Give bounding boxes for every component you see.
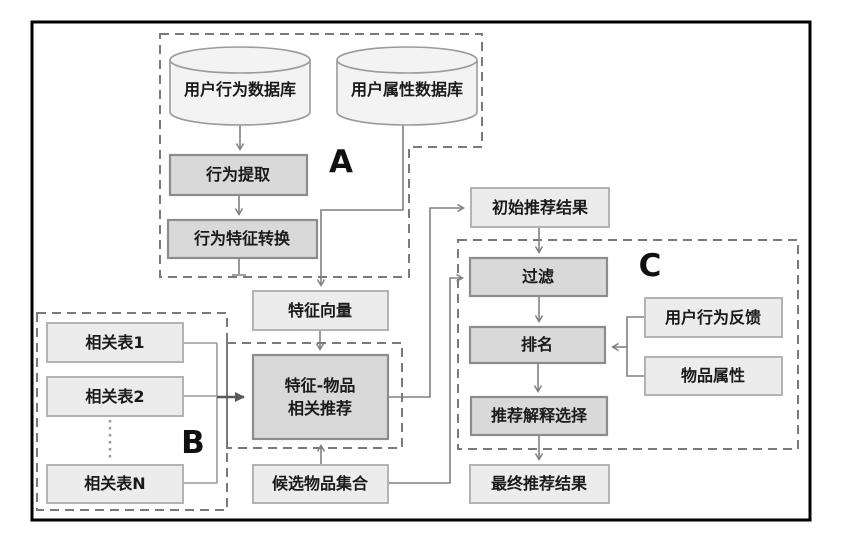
node-related-table-n: 相关表N	[46, 464, 184, 504]
node-candidate-item-set: 候选物品集合	[252, 464, 389, 504]
node-feature-item-recommendation-label-line1: 特征-物品	[285, 376, 356, 395]
node-explanation-selection: 推荐解释选择	[469, 395, 609, 437]
node-final-results-label: 最终推荐结果	[491, 474, 587, 493]
node-related-table-1: 相关表1	[46, 322, 184, 363]
cylinder-user-behavior-db-label: 用户行为数据库	[184, 80, 296, 99]
dashed-box-a	[159, 33, 483, 278]
node-feature-vector: 特征向量	[252, 290, 389, 331]
figure-frame	[30, 20, 812, 522]
edge-related-tables-bus	[183, 342, 218, 484]
node-user-behavior-feedback: 用户行为反馈	[644, 297, 783, 338]
edges	[108, 125, 645, 484]
cylinder-user-attribute-db-label: 用户属性数据库	[351, 80, 463, 99]
node-explanation-selection-label: 推荐解释选择	[491, 406, 588, 425]
node-feature-vector-label: 特征向量	[288, 301, 352, 320]
node-user-behavior-feedback-label: 用户行为反馈	[665, 308, 761, 327]
node-candidate-item-set-label: 候选物品集合	[272, 474, 369, 493]
node-behavior-feature-transform-label: 行为特征转换	[193, 229, 291, 248]
edge-featureitem-to-initialresults	[388, 203, 465, 398]
node-item-attributes: 物品属性	[644, 356, 783, 396]
node-related-table-n-label: 相关表N	[84, 474, 145, 493]
node-behavior-feature-transform: 行为特征转换	[166, 218, 319, 260]
node-related-table-1-label: 相关表1	[85, 333, 144, 352]
node-behavior-extraction-label: 行为提取	[205, 165, 270, 184]
node-filter: 过滤	[468, 256, 609, 298]
cylinder-user-behavior-db: 用户行为数据库	[169, 46, 311, 126]
edge-feedback-bracket	[626, 316, 645, 377]
node-related-table-2: 相关表2	[46, 376, 184, 417]
section-label-c: C	[639, 248, 662, 284]
node-ranking: 排名	[468, 325, 607, 365]
node-final-results: 最终推荐结果	[469, 464, 610, 504]
dashed-box-b	[36, 312, 228, 511]
node-item-attributes-label: 物品属性	[681, 366, 745, 385]
node-filter-label: 过滤	[522, 267, 554, 286]
node-initial-results-label: 初始推荐结果	[492, 198, 588, 217]
node-ranking-label: 排名	[521, 335, 553, 354]
section-label-a: A	[329, 144, 353, 180]
edge-candidates-to-filter	[388, 273, 464, 484]
node-behavior-extraction: 行为提取	[168, 153, 309, 197]
section-label-b: B	[181, 425, 205, 461]
node-feature-item-recommendation: 特征-物品 相关推荐	[251, 353, 390, 441]
edge-attributedb-to-featurevector	[316, 125, 404, 287]
node-feature-item-recommendation-label-line2: 相关推荐	[288, 399, 352, 418]
node-related-table-2-label: 相关表2	[85, 387, 144, 406]
node-initial-results: 初始推荐结果	[470, 187, 610, 228]
cylinder-user-attribute-db: 用户属性数据库	[336, 46, 478, 126]
edge-transform-output	[232, 258, 246, 276]
dashed-box-feature-item	[226, 342, 403, 449]
dashed-box-c	[457, 239, 799, 450]
